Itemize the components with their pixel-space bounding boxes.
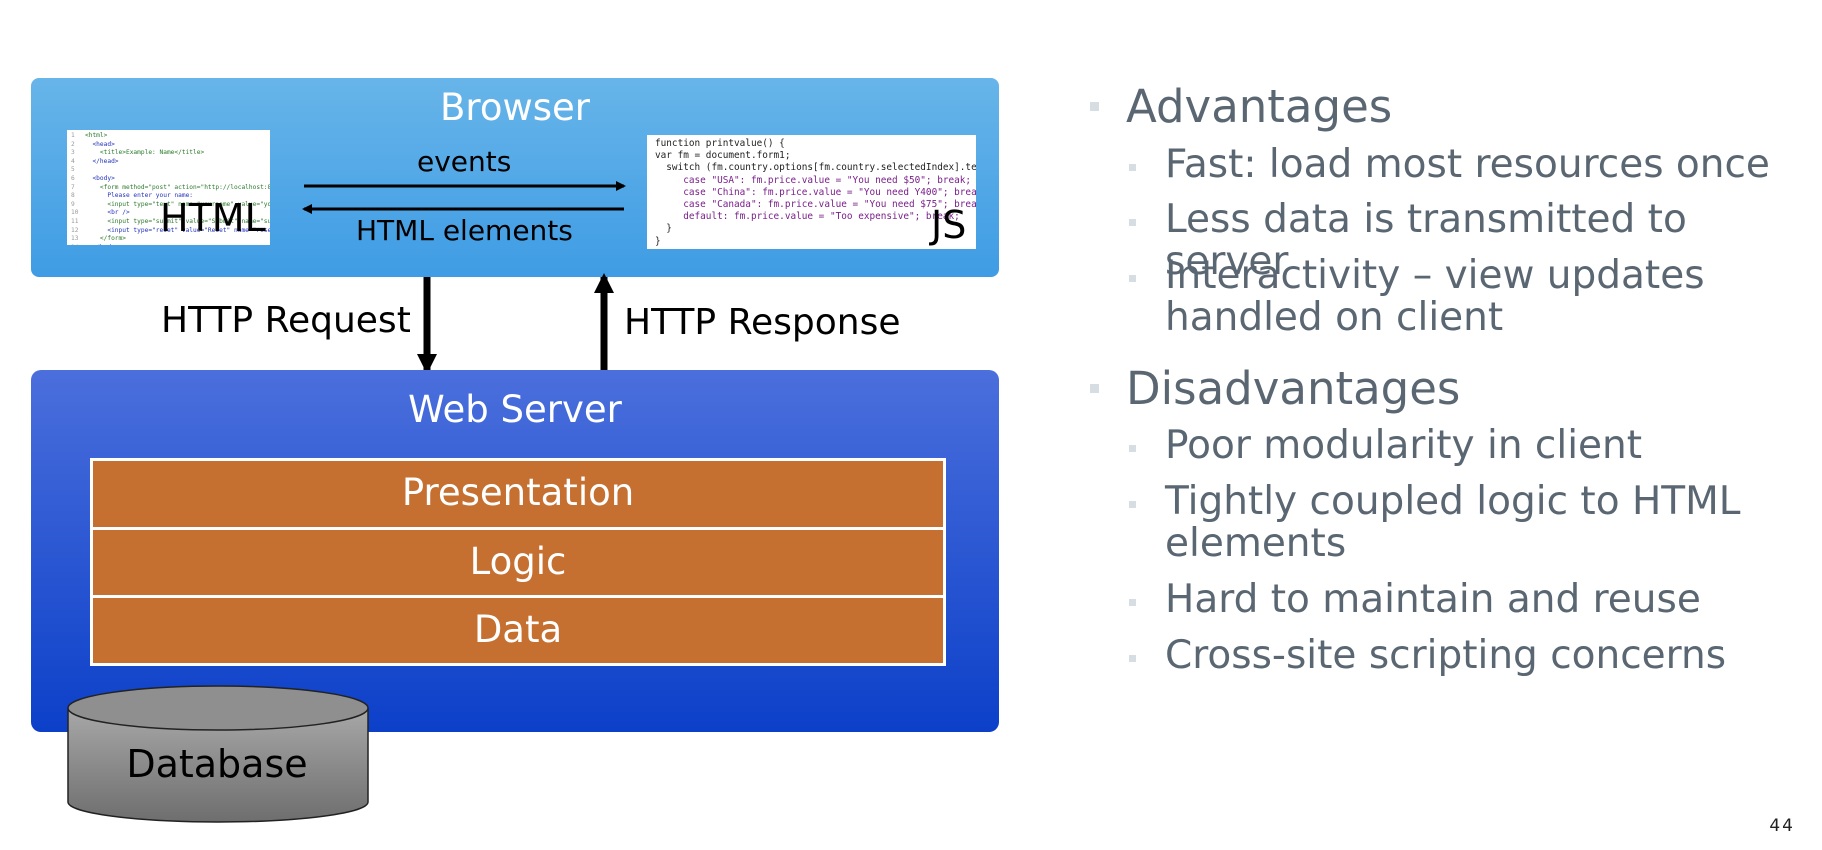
html-code-text: <input type="text" name="yourname" value… bbox=[107, 200, 270, 208]
html-code-text: </form> bbox=[85, 235, 126, 243]
html-code-line: 6 <body> bbox=[71, 175, 266, 184]
html-code-text: <input type="submit" value="Submit" name… bbox=[107, 217, 270, 225]
bullet-marker bbox=[1129, 655, 1136, 662]
bullet-marker bbox=[1129, 275, 1136, 282]
bullet-marker bbox=[1129, 501, 1136, 508]
bullet-marker bbox=[1129, 599, 1136, 606]
browser-box: Browser 1<html>2 <head>3 <title>Example:… bbox=[31, 78, 999, 277]
disadvantage-item: Hard to maintain and reuse bbox=[1165, 577, 1701, 622]
html-code-line: 3 <title>Example: Name</title> bbox=[71, 149, 266, 158]
html-code-line: 7 <form method="post" action="http://loc… bbox=[71, 183, 270, 193]
html-code-text: <br /> bbox=[85, 209, 130, 217]
http-response-label: HTTP Response bbox=[624, 302, 901, 343]
page-number: 44 bbox=[1769, 816, 1795, 836]
html-code-text: <input type="reset" value="Reset" name="… bbox=[85, 226, 270, 234]
html-code-line: 11 <input type="submit" value="Submit" n… bbox=[71, 217, 270, 227]
line-number: 5 bbox=[71, 166, 75, 174]
bullet-marker bbox=[1129, 219, 1136, 226]
layer-stack: Presentation Logic Data bbox=[90, 458, 946, 666]
advantage-item: Fast: load most resources once bbox=[1165, 142, 1770, 187]
js-code-line: switch (fm.country.options[fm.country.se… bbox=[655, 162, 976, 174]
line-number: 13 bbox=[71, 235, 79, 243]
http-request-label: HTTP Request bbox=[161, 300, 411, 341]
html-code-text: <form method="post" action="http://local… bbox=[99, 183, 270, 191]
line-number: 2 bbox=[71, 140, 75, 148]
web-server-title: Web Server bbox=[408, 388, 622, 431]
html-code-line: 1 <html> bbox=[71, 132, 266, 141]
line-number: 1 bbox=[71, 132, 75, 139]
html-code-text: <head> bbox=[85, 140, 115, 148]
html-elements-label: HTML elements bbox=[356, 214, 573, 247]
html-code-line: 10 <br /> bbox=[71, 209, 266, 218]
html-code-line: 4 </head> bbox=[71, 158, 266, 167]
database-label: Database bbox=[126, 742, 308, 786]
html-code-text: </head> bbox=[85, 157, 119, 165]
html-code-text: <body> bbox=[85, 174, 115, 182]
disadvantage-item: Poor modularity in client bbox=[1165, 423, 1643, 468]
js-label: JS bbox=[931, 203, 967, 247]
html-code-line: 8 Please enter your name: bbox=[71, 192, 266, 201]
layer-data: Data bbox=[93, 595, 943, 663]
js-code-thumbnail: function printvalue() {var fm = document… bbox=[647, 135, 976, 249]
line-number: 11 bbox=[71, 217, 79, 225]
js-code-line: case "China": fm.price.value = "You need… bbox=[655, 186, 976, 198]
bullet-marker bbox=[1090, 384, 1099, 393]
js-code-line: case "USA": fm.price.value = "You need $… bbox=[655, 174, 972, 186]
bullet-marker bbox=[1090, 102, 1099, 111]
database-cylinder bbox=[67, 685, 369, 823]
js-code-line: var fm = document.form1; bbox=[655, 150, 791, 162]
line-number: 14 bbox=[71, 244, 85, 245]
line-number: 10 bbox=[71, 209, 79, 217]
html-code-line: 5 bbox=[71, 166, 266, 175]
events-label: events bbox=[417, 145, 512, 178]
web-server-box: Web Server Presentation Logic Data bbox=[31, 370, 999, 732]
js-code-line: } bbox=[655, 235, 661, 247]
js-code-line: case "Canada": fm.price.value = "You nee… bbox=[655, 199, 976, 211]
line-number: 8 bbox=[71, 192, 75, 200]
layer-logic: Logic bbox=[93, 527, 943, 595]
html-code-line: 2 <head> bbox=[71, 141, 266, 150]
bullet-marker bbox=[1129, 445, 1136, 452]
html-code-line: 14 </body> bbox=[71, 244, 266, 245]
html-code-text: Please enter your name: bbox=[85, 192, 194, 200]
bullet-marker bbox=[1129, 164, 1136, 171]
advantage-item: Less data is transmitted to server bbox=[1165, 197, 1687, 284]
disadvantages-heading: Disadvantages bbox=[1126, 362, 1461, 415]
line-number: 6 bbox=[71, 174, 75, 182]
line-number: 3 bbox=[71, 149, 75, 157]
advantage-item: Interactivity – view updates handled on … bbox=[1165, 253, 1705, 340]
line-number: 12 bbox=[71, 226, 79, 234]
layer-presentation: Presentation bbox=[401, 471, 635, 514]
html-code-text: <title>Example: Name</title> bbox=[85, 149, 205, 157]
html-code-line: 9 <input type="text" name="yourname" val… bbox=[71, 200, 270, 210]
js-code-line: } bbox=[655, 223, 672, 235]
html-code-text: </body> bbox=[85, 244, 118, 245]
html-code-line: 13 </form> bbox=[71, 235, 266, 244]
html-code-line: 12 <input type="reset" value="Reset" nam… bbox=[71, 226, 270, 236]
line-number: 9 bbox=[71, 200, 75, 208]
js-code-line: function printvalue() { bbox=[655, 138, 785, 149]
line-number: 4 bbox=[71, 157, 75, 165]
js-code-line: default: fm.price.value = "Too expensive… bbox=[655, 211, 960, 223]
disadvantage-item: Tightly coupled logic to HTML elements bbox=[1165, 479, 1741, 566]
html-label: HTML bbox=[160, 196, 266, 240]
html-code-text: <html> bbox=[85, 132, 108, 139]
html-code-thumbnail: 1<html>2 <head>3 <title>Example: Name</t… bbox=[67, 130, 270, 245]
disadvantage-item: Cross-site scripting concerns bbox=[1165, 633, 1727, 678]
line-number: 7 bbox=[71, 183, 75, 191]
browser-title: Browser bbox=[440, 86, 590, 129]
advantages-heading: Advantages bbox=[1126, 80, 1393, 133]
